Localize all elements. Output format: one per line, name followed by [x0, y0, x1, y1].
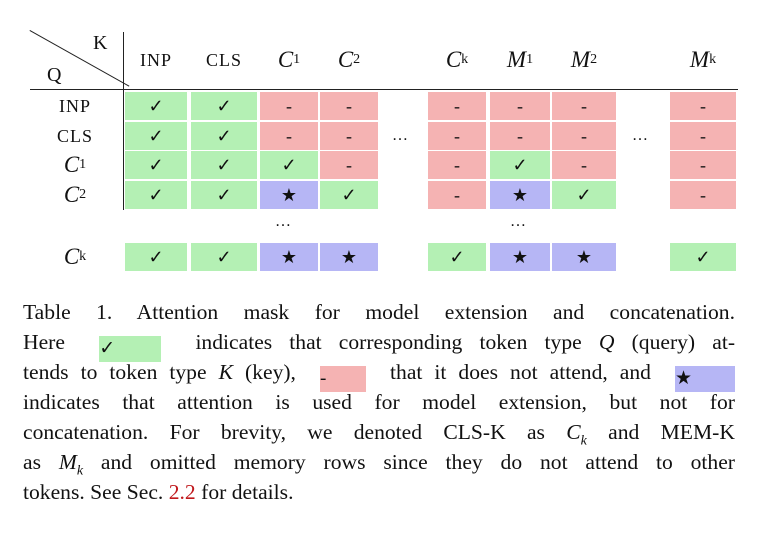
mask-cell-ck-cls: ✓ — [191, 243, 257, 271]
check-swatch: ✓ — [99, 336, 162, 362]
mask-cell-inp-c1: - — [260, 92, 318, 120]
ellipsis-col-gap-2: … — [632, 127, 650, 144]
mask-cell-c1-mk: - — [670, 151, 736, 179]
mask-cell-c2-m2: ✓ — [552, 181, 616, 209]
mask-cell-c1-inp: ✓ — [125, 151, 187, 179]
mask-cell-ck-c1: ★ — [260, 243, 318, 271]
caption-text: tokens. See Sec. — [23, 480, 164, 504]
mask-cell-inp-m1: - — [490, 92, 550, 120]
header-vertical-rule — [123, 32, 124, 210]
mask-cell-c1-c1: ✓ — [260, 151, 318, 179]
table-caption: Table 1. Attention mask for model extens… — [23, 297, 736, 507]
corner-row-label: Q — [47, 64, 62, 86]
mask-cell-c2-m1: ★ — [490, 181, 550, 209]
caption-math-q: Q — [598, 330, 615, 354]
mask-cell-cls-inp: ✓ — [125, 122, 187, 150]
caption-text: for details. — [201, 480, 294, 504]
mask-cell-ck-c2: ★ — [320, 243, 378, 271]
no-attend-swatch: - — [320, 366, 366, 392]
mask-cell-c2-inp: ✓ — [125, 181, 187, 209]
mask-cell-cls-mk: - — [670, 122, 736, 150]
mask-cell-inp-cls: ✓ — [191, 92, 257, 120]
mask-cell-ck-m1: ★ — [490, 243, 550, 271]
mask-cell-cls-c1: - — [260, 122, 318, 150]
mask-cell-ck-m2: ★ — [552, 243, 616, 271]
caption-line-3: tends to token type K (key), - that it d… — [23, 357, 736, 392]
mask-cell-cls-ck: - — [428, 122, 486, 150]
ellipsis-row-gap-2: … — [510, 213, 528, 230]
corner-col-label: K — [93, 32, 108, 54]
caption-mem-k: MEM-K — [660, 420, 735, 444]
caption-line-5: concatenation. For brevity, we denoted C… — [23, 420, 735, 449]
caption-math-k: K — [218, 360, 233, 384]
caption-text: concatenation. For brevity, we denoted — [23, 420, 423, 444]
mask-cell-inp-ck: - — [428, 92, 486, 120]
header-horizontal-rule — [30, 89, 738, 90]
mask-cell-cls-m1: - — [490, 122, 550, 150]
caption-line-2: Here ✓ indicates that corresponding toke… — [23, 327, 736, 362]
caption-text: as — [23, 450, 41, 474]
mask-cell-c1-cls: ✓ — [191, 151, 257, 179]
column-header-cls: CLS — [205, 49, 242, 70]
mask-cell-c2-c1: ★ — [260, 181, 318, 209]
caption-text: (query) at- — [631, 330, 736, 354]
caption-text: Table 1. Attention mask for model extens… — [23, 300, 735, 324]
mask-cell-c1-ck: - — [428, 151, 486, 179]
ellipsis-row-gap-1: … — [275, 213, 293, 230]
caption-text: that it does not attend, and — [390, 360, 651, 384]
mask-cell-cls-c2: - — [320, 122, 378, 150]
caption-text: indicates that corresponding token type — [195, 330, 582, 354]
mask-cell-c2-mk: - — [670, 181, 736, 209]
mask-cell-ck-inp: ✓ — [125, 243, 187, 271]
mask-cell-inp-mk: - — [670, 92, 736, 120]
mask-cell-c2-cls: ✓ — [191, 181, 257, 209]
corner-diagonal-line — [29, 30, 130, 87]
mask-cell-ck-ck: ✓ — [428, 243, 486, 271]
caption-text: indicates that attention is used for mod… — [23, 390, 735, 414]
row-header-cls: CLS — [56, 125, 93, 146]
ellipsis-col-gap-1: … — [392, 127, 410, 144]
column-header-inp: INP — [139, 49, 172, 70]
caption-line-1: Table 1. Attention mask for model extens… — [23, 297, 735, 327]
mask-cell-cls-cls: ✓ — [191, 122, 257, 150]
caption-text: tends to token type — [23, 360, 207, 384]
caption-line-4: indicates that attention is used for mod… — [23, 387, 735, 417]
caption-text: and — [608, 420, 640, 444]
caption-cls-k: CLS-K — [443, 420, 506, 444]
mask-cell-c2-ck: - — [428, 181, 486, 209]
caption-text: and omitted memory rows since they do no… — [100, 450, 735, 474]
mask-cell-inp-m2: - — [552, 92, 616, 120]
mask-cell-cls-m2: - — [552, 122, 616, 150]
mask-cell-inp-c2: - — [320, 92, 378, 120]
section-reference-link[interactable]: 2.2 — [168, 480, 196, 504]
caption-line-6: as Mk and omitted memory rows since they… — [23, 450, 735, 479]
mask-cell-c1-m2: - — [552, 151, 616, 179]
mask-cell-c2-c2: ✓ — [320, 181, 378, 209]
mask-cell-ck-mk: ✓ — [670, 243, 736, 271]
mask-cell-c1-m1: ✓ — [490, 151, 550, 179]
caption-text: as — [526, 420, 545, 444]
caption-text: (key), — [245, 360, 296, 384]
caption-text: Here — [23, 330, 65, 354]
mask-cell-inp-inp: ✓ — [125, 92, 187, 120]
row-header-inp: INP — [58, 95, 91, 116]
star-swatch: ★ — [675, 366, 736, 392]
mask-cell-c1-c2: - — [320, 151, 378, 179]
caption-line-7: tokens. See Sec. 2.2 for details. — [23, 477, 735, 507]
